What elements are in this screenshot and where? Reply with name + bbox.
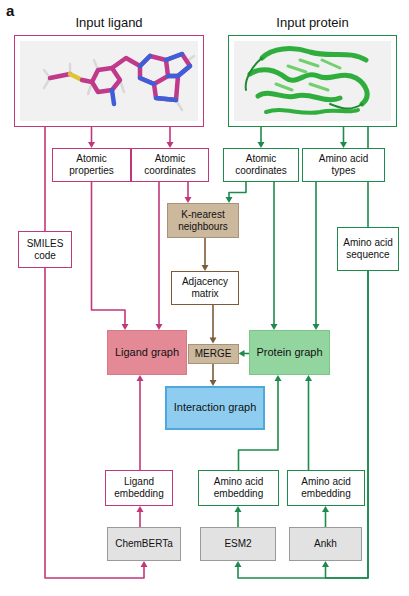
connector bbox=[305, 375, 312, 470]
connector-line bbox=[229, 182, 246, 198]
model-box: ESM2 bbox=[200, 527, 276, 561]
ligand-image-ground bbox=[20, 41, 198, 121]
node-label: Atomic coordinates bbox=[224, 153, 298, 177]
arrowhead bbox=[137, 506, 144, 512]
connector bbox=[92, 182, 129, 330]
connector-line bbox=[260, 127, 262, 143]
node-label: Input ligand bbox=[15, 15, 203, 30]
connector-line bbox=[308, 380, 310, 470]
protein-ribbon bbox=[246, 49, 367, 113]
connector-line bbox=[212, 305, 214, 339]
node-label: Adjacency matrix bbox=[172, 276, 238, 300]
connector bbox=[137, 506, 144, 527]
connector bbox=[167, 127, 174, 148]
node-label: Atomic coordinates bbox=[132, 153, 208, 177]
ligand-molecule bbox=[44, 54, 194, 110]
protein-image-ground bbox=[234, 41, 391, 121]
sequence-box: SMILES code bbox=[18, 231, 72, 268]
input-panel: Input protein bbox=[228, 35, 397, 127]
panel-letter: a bbox=[6, 2, 14, 19]
node-label: SMILES code bbox=[19, 238, 71, 262]
connector-line bbox=[91, 127, 93, 143]
node-label: ChemBERTa bbox=[112, 538, 176, 550]
connector-line bbox=[158, 182, 160, 325]
connector bbox=[239, 350, 250, 357]
connector bbox=[202, 238, 209, 271]
merge-box: MERGE bbox=[188, 344, 239, 364]
connector-line bbox=[92, 182, 126, 325]
connector-line bbox=[187, 182, 189, 198]
process-box: Adjacency matrix bbox=[171, 271, 239, 305]
model-box: ChemBERTa bbox=[107, 527, 181, 561]
feature-box: Amino acid types bbox=[302, 148, 385, 182]
connector-line bbox=[169, 127, 171, 143]
node-label: Amino acid sequence bbox=[338, 237, 398, 261]
node-label: Protein graph bbox=[253, 346, 325, 359]
connector-line bbox=[343, 127, 345, 143]
connector bbox=[340, 127, 347, 148]
node-label: MERGE bbox=[192, 348, 235, 360]
connector bbox=[210, 364, 217, 387]
connector bbox=[137, 375, 144, 470]
feature-box: Atomic properties bbox=[52, 148, 131, 182]
connector bbox=[226, 182, 247, 203]
arrowhead bbox=[235, 561, 242, 567]
arrowhead bbox=[141, 561, 148, 567]
connector-line bbox=[204, 238, 206, 266]
input-panel: Input ligand bbox=[14, 35, 204, 127]
feature-box: Atomic coordinates bbox=[223, 148, 299, 182]
arrowhead bbox=[322, 561, 329, 567]
node-label: Interaction graph bbox=[171, 401, 260, 414]
arrowhead bbox=[275, 375, 282, 381]
connector-line bbox=[237, 511, 239, 527]
embedding-box: Ligand embedding bbox=[105, 470, 173, 506]
connector bbox=[258, 127, 265, 148]
connector-line bbox=[273, 182, 275, 325]
node-label: Amino acid types bbox=[303, 153, 384, 177]
connector bbox=[210, 305, 217, 344]
connector bbox=[45, 127, 46, 231]
connector bbox=[322, 506, 329, 527]
connector bbox=[156, 182, 163, 330]
node-label: Ligand embedding bbox=[106, 476, 172, 500]
feature-box: Atomic coordinates bbox=[131, 148, 209, 182]
process-box: K-nearest neighbours bbox=[167, 203, 239, 238]
node-label: Ankh bbox=[311, 538, 340, 550]
node-label: Ligand graph bbox=[112, 346, 182, 359]
node-label: K-nearest neighbours bbox=[168, 209, 238, 233]
node-label: Amino acid embedding bbox=[288, 476, 364, 500]
connector-line bbox=[139, 380, 141, 470]
connector-line bbox=[315, 182, 317, 325]
arrowhead bbox=[305, 375, 312, 381]
graph-box: Ligand graph bbox=[107, 330, 187, 375]
arrowhead bbox=[235, 506, 242, 512]
node-label: Input protein bbox=[229, 15, 396, 30]
graph-box: Interaction graph bbox=[165, 386, 265, 430]
node-label: Atomic properties bbox=[53, 153, 130, 177]
connector bbox=[313, 182, 320, 330]
node-label: ESM2 bbox=[221, 538, 254, 550]
embedding-box: Amino acid embedding bbox=[287, 470, 365, 506]
model-box: Ankh bbox=[289, 527, 362, 561]
connector bbox=[88, 127, 95, 148]
arrowhead bbox=[239, 350, 245, 357]
node-label: Amino acid embedding bbox=[199, 476, 278, 500]
connector bbox=[271, 182, 278, 330]
graph-box: Protein graph bbox=[249, 330, 330, 375]
connector-line bbox=[325, 511, 327, 527]
arrowhead bbox=[322, 506, 329, 512]
connector-line bbox=[212, 364, 214, 382]
arrowhead bbox=[137, 375, 144, 381]
sequence-box: Amino acid sequence bbox=[337, 227, 399, 271]
connector-line bbox=[44, 127, 46, 231]
connector bbox=[185, 182, 192, 203]
connector bbox=[235, 506, 242, 527]
embedding-box: Amino acid embedding bbox=[198, 470, 279, 506]
connector-line bbox=[139, 511, 141, 527]
